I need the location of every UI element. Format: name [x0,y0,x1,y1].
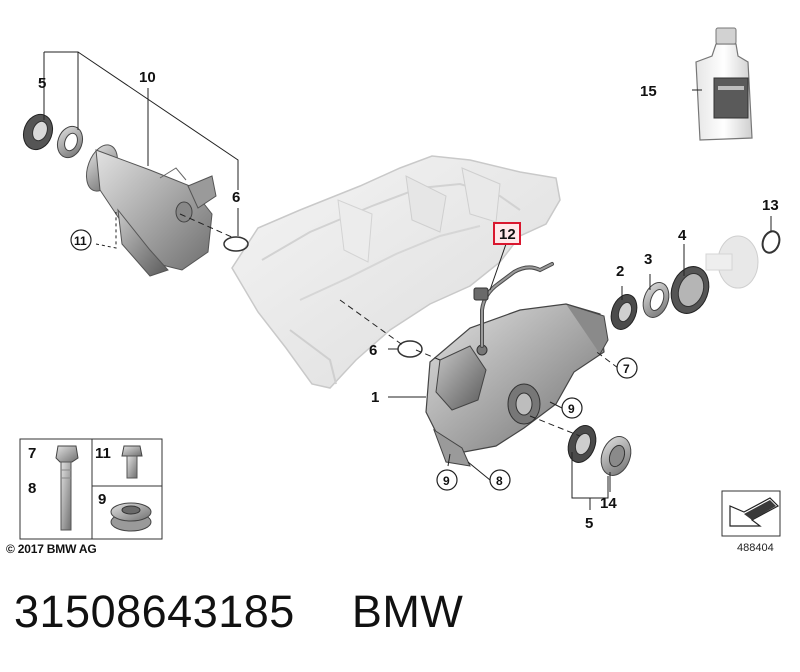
callout-7-circled: 7 [616,357,638,379]
shaft-seal-part-2 [610,294,638,330]
brand-name: BMW [351,586,464,637]
ring-top-left [56,125,84,159]
legend-9: 9 [98,491,106,508]
drive-housing-part-10 [85,144,217,277]
ring-part-3 [642,282,670,318]
highlight-box [493,222,521,245]
callout-5-bottom: 5 [585,515,593,532]
callout-8-right: 8 [496,474,503,488]
callout-1: 1 [371,389,379,406]
leader-lines [43,51,772,510]
callout-11-left: 11 [74,234,87,248]
callout-9-right: 9 [568,402,575,416]
callout-13: 13 [762,197,779,214]
legend-7: 7 [28,445,36,462]
image-number: 488404 [737,542,774,554]
oil-bottle-part-15 [695,27,753,141]
copyright-text: © 2017 BMW AG [6,542,97,556]
parts-diagram: 5 10 6 6 1 2 3 4 13 15 14 5 12 11 7 9 9 [19,27,781,540]
ring-part-14 [600,436,632,476]
callout-3: 3 [644,251,652,268]
o-ring-top-left [223,236,249,252]
shaft-seal-part-5-bottom [567,425,597,463]
callout-7-right: 7 [623,362,630,376]
callout-14: 14 [600,495,617,512]
vent-line-part-12 [473,262,554,348]
callout-12-highlight: 12 [493,222,521,245]
long-bolt-icon [55,445,79,531]
callout-12: 12 [499,226,516,243]
part-info-line: 31508643185 BMW [14,586,463,638]
o-ring-part-13 [761,230,781,254]
callout-4: 4 [678,227,687,244]
short-bolt-icon [121,445,143,479]
callout-5-top: 5 [38,75,46,92]
callout-11-circled: 11 [70,229,92,251]
o-ring-part-6-mid [397,340,423,358]
fastener-legend: 7 8 11 9 [19,438,163,540]
direction-arrow-box [721,490,781,537]
callout-9-circled-lower: 9 [436,469,458,491]
plug-screw-icon [110,502,152,532]
legend-8: 8 [28,480,36,497]
callout-15: 15 [640,83,657,100]
callout-6-upper: 6 [232,189,240,206]
front-differential-part-1 [425,303,609,467]
flange-ghost [705,235,759,289]
callout-9-circled-right: 9 [561,397,583,419]
callout-9-lower: 9 [443,474,450,488]
callout-8-circled: 8 [489,469,511,491]
callout-10: 10 [139,69,156,86]
part-number: 31508643185 [14,586,295,637]
callout-6-mid: 6 [369,342,377,359]
legend-11: 11 [95,445,111,462]
callout-labels: 5 10 6 6 1 2 3 4 13 15 14 5 12 11 7 9 9 [38,69,779,532]
shaft-seal-part-5-top [22,113,54,151]
callout-2: 2 [616,263,624,280]
seal-ring-part-4 [670,266,710,314]
axle-carrier-ghost [231,155,561,389]
